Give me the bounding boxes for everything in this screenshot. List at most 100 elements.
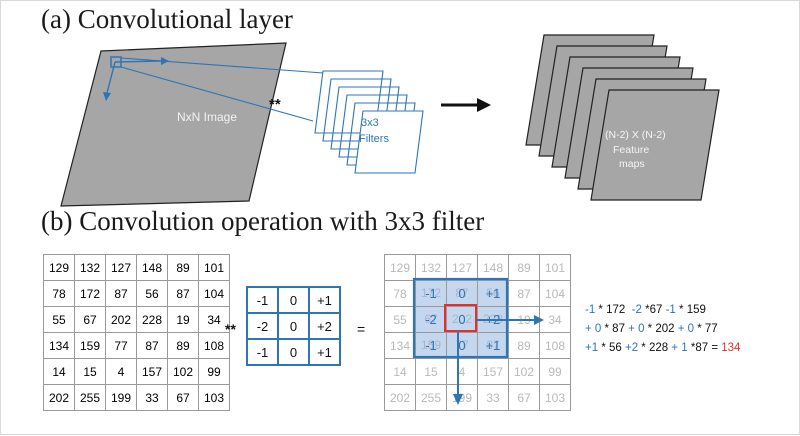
equation-line-2: + 0 * 87 + 0 * 202 + 0 * 77: [585, 320, 740, 339]
input-cell: 101: [198, 254, 230, 281]
filter-cell: 0: [277, 312, 310, 340]
filter-cell: -1: [246, 286, 279, 314]
result-cell: 108: [539, 332, 571, 359]
equation-term: * 172: [595, 304, 632, 316]
result-cell: 103: [539, 384, 571, 411]
result-cell: 33: [477, 384, 509, 411]
result-cell: 134: [384, 332, 416, 359]
equation-term: -1: [585, 304, 596, 316]
result-cell: 132: [415, 254, 447, 281]
input-cell: 33: [136, 384, 168, 411]
result-cell: 101: [539, 254, 571, 281]
equation-term: * 228: [638, 342, 672, 354]
input-cell: 159: [74, 332, 106, 359]
equation-term: + 0: [628, 323, 645, 335]
equation-term: + 1: [671, 342, 688, 354]
input-cell: 202: [43, 384, 75, 411]
result-cell: 19: [508, 306, 540, 333]
filter-cell: 0: [277, 286, 310, 314]
input-cell: 19: [167, 306, 199, 333]
equation-term: +1: [585, 342, 599, 354]
filter-sheet: [354, 110, 424, 174]
window-filter-weight: -2: [425, 312, 437, 327]
equation-term: *87 =: [687, 342, 722, 354]
result-cell: 78: [384, 280, 416, 307]
result-cell: 129: [384, 254, 416, 281]
equation-term: * 159: [675, 304, 706, 316]
equation-term: *67: [641, 304, 666, 316]
window-filter-weight: 0: [458, 286, 466, 301]
equation-line-3: +1 * 56 +2 * 228 + 1 *87 = 134: [585, 339, 740, 358]
result-cell: 89: [508, 332, 540, 359]
convolutional-layer-diagram: NxN Image ** 3x3 Filters (N-2) X (N-2) F…: [60, 34, 720, 207]
conv-operator-b: **: [225, 321, 236, 337]
result-cell: 15: [415, 358, 447, 385]
input-cell: 67: [167, 384, 199, 411]
window-cell: 87+1: [477, 332, 509, 359]
image-label: NxN Image: [177, 110, 237, 124]
equation-term: * 56: [598, 342, 625, 354]
input-cell: 87: [136, 332, 168, 359]
window-filter-weight: +1: [485, 338, 501, 353]
input-cell: 89: [167, 332, 199, 359]
input-cell: 89: [167, 254, 199, 281]
input-cell: 34: [198, 306, 230, 333]
input-cell: 157: [136, 358, 168, 385]
equation-term: +2: [624, 342, 639, 354]
equation-line-1: -1 * 172 -2 *67 -1 * 159: [585, 301, 740, 320]
feature-map-sheet: [590, 89, 720, 201]
input-cell: 228: [136, 306, 168, 333]
window-filter-weight: +2: [485, 312, 501, 327]
filter-label-line2: Filters: [359, 133, 389, 145]
input-cell: 4: [105, 358, 137, 385]
section-a-title: (a) Convolutional layer: [41, 4, 293, 34]
section-b-title: (b) Convolution operation with 3x3 filte…: [41, 206, 485, 236]
result-cell: 34: [539, 306, 571, 333]
result-cell: 102: [508, 358, 540, 385]
feature-label-line1: (N-2) X (N-2): [605, 129, 666, 141]
input-cell: 77: [105, 332, 137, 359]
input-cell: 14: [43, 358, 75, 385]
filter-cell: +1: [308, 338, 341, 366]
result-cell: 148: [477, 254, 509, 281]
result-cell: 157: [477, 358, 509, 385]
result-cell: 104: [539, 280, 571, 307]
result-cell: 89: [508, 254, 540, 281]
window-cell: 159-1: [415, 332, 447, 359]
input-cell: 103: [198, 384, 230, 411]
window-filter-weight: -1: [425, 338, 437, 353]
input-cell: 99: [198, 358, 230, 385]
result-cell: 99: [539, 358, 571, 385]
conv-operator-a: **: [269, 96, 281, 113]
equation-term: + 0: [585, 323, 602, 335]
input-cell: 199: [105, 384, 137, 411]
right-arrow-icon: [477, 98, 491, 112]
input-cell: 102: [167, 358, 199, 385]
input-cell: 132: [74, 254, 106, 281]
input-cell: 148: [136, 254, 168, 281]
input-cell: 56: [136, 280, 168, 307]
result-cell: 67: [508, 384, 540, 411]
result-cell: 55: [384, 306, 416, 333]
window-filter-weight: 0: [458, 312, 466, 327]
input-cell: 15: [74, 358, 106, 385]
filter-cell: -1: [246, 338, 279, 366]
input-cell: 202: [105, 306, 137, 333]
result-cell: 4: [446, 358, 478, 385]
input-cell: 55: [43, 306, 75, 333]
input-cell: 134: [43, 332, 75, 359]
equation-term: -1: [665, 304, 676, 316]
window-filter-weight: -1: [425, 286, 437, 301]
result-cell: 87: [508, 280, 540, 307]
equation-term: + 0: [677, 323, 695, 335]
result-cell: 199: [446, 384, 478, 411]
window-cell: 228+2: [477, 306, 509, 333]
result-cell: 127: [446, 254, 478, 281]
